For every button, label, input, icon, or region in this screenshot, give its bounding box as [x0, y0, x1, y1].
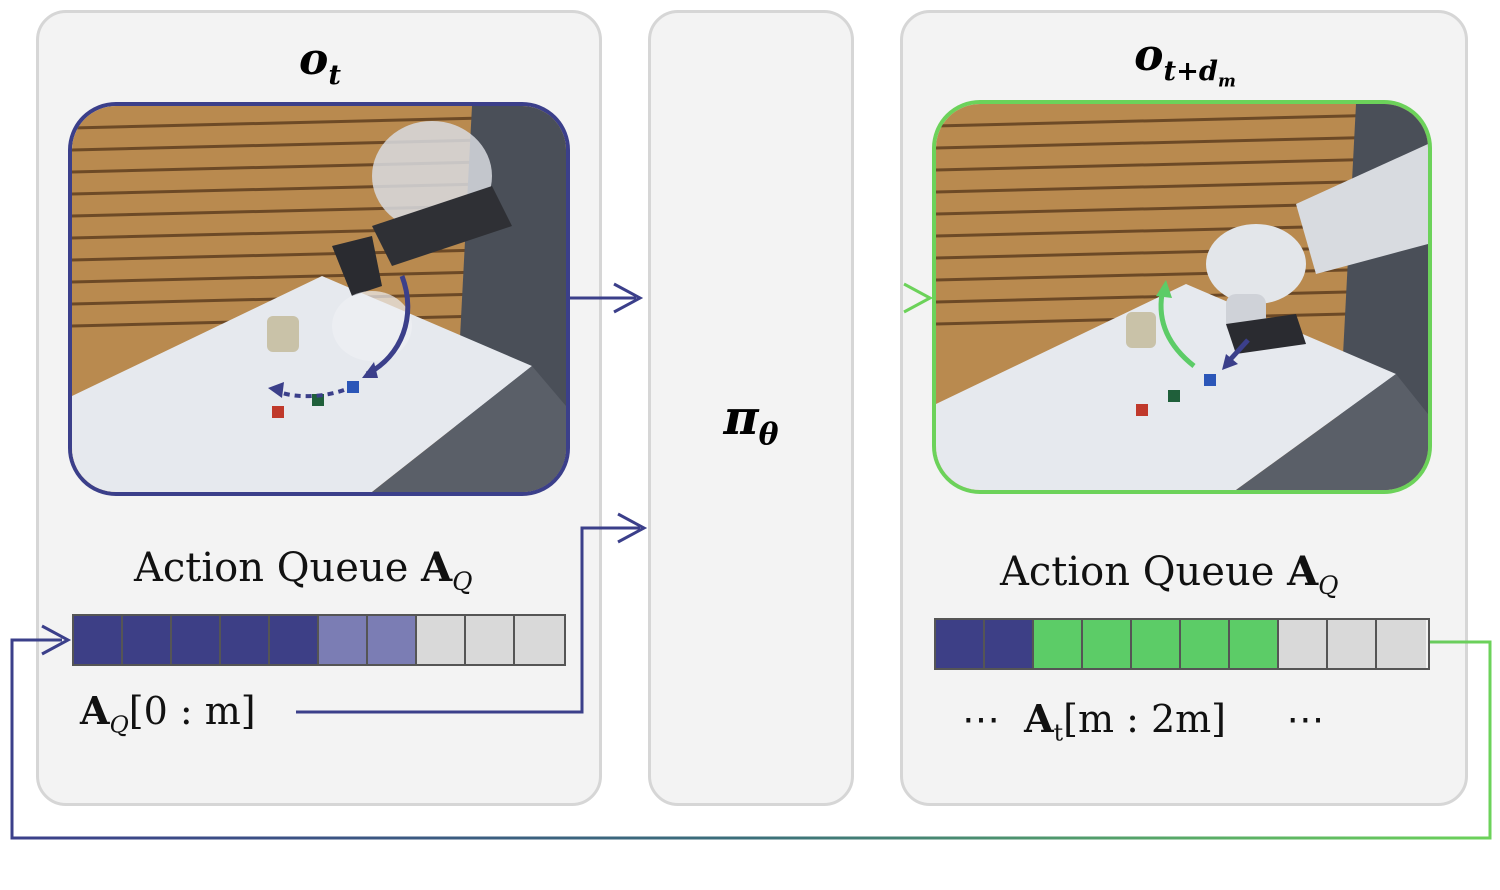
queue-left-cell-empty — [466, 616, 515, 664]
queue-left-cell-executed — [74, 616, 123, 664]
queue-left-cell-executed — [123, 616, 172, 664]
action-queue-label-right: Action Queue AQ — [1000, 548, 1339, 600]
queue-right-cell-executed — [936, 620, 985, 668]
queue-left-cell-executed — [221, 616, 270, 664]
queue-right-cell-empty — [1279, 620, 1328, 668]
queue-right-cell-empty — [1377, 620, 1426, 668]
queue-slice-label-right: ⋯ At[m : 2m] ⋯ — [962, 696, 1325, 747]
queue-right-cell-new — [1083, 620, 1132, 668]
queue-left-cell-empty — [417, 616, 466, 664]
action-queue-left — [72, 614, 566, 666]
robot-scene-image-t-plus-dm — [932, 100, 1432, 494]
queue-right-cell-new — [1132, 620, 1181, 668]
arrow-slice-to-policy — [296, 526, 640, 714]
observation-title-t: ot — [299, 34, 341, 91]
queue-right-cell-new — [1230, 620, 1279, 668]
queue-right-cell-executed — [985, 620, 1034, 668]
robot-scene-image-t — [68, 102, 570, 496]
arrow-queue-feedback-loop — [10, 638, 1492, 840]
action-queue-right — [934, 618, 1430, 670]
observation-title-t-plus-dm: ot+dm — [1134, 30, 1236, 91]
action-queue-label-left: Action Queue AQ — [134, 544, 473, 596]
queue-slice-label-left: AQ[0 : m] — [80, 688, 256, 739]
queue-left-cell-executed — [270, 616, 319, 664]
queue-left-cell-pending — [368, 616, 417, 664]
queue-right-cell-empty — [1328, 620, 1377, 668]
policy-symbol: πθ — [723, 390, 779, 453]
queue-left-cell-executed — [172, 616, 221, 664]
queue-right-cell-new — [1181, 620, 1230, 668]
queue-right-cell-new — [1034, 620, 1083, 668]
policy-panel — [648, 10, 854, 806]
queue-left-cell-empty — [515, 616, 564, 664]
queue-left-cell-pending — [319, 616, 368, 664]
